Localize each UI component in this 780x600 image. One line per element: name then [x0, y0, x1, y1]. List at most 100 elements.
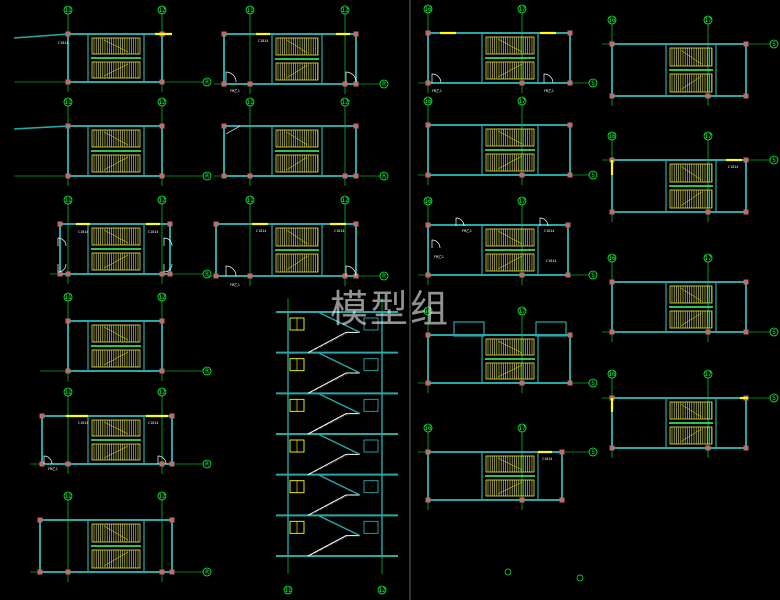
stair-arrow — [103, 156, 129, 171]
stair-wall — [611, 43, 747, 97]
grid-bubble-circle — [202, 459, 212, 469]
hatch — [329, 461, 335, 465]
grid-bubble-circle — [283, 585, 293, 595]
window — [363, 358, 379, 372]
door-swing — [57, 237, 67, 247]
stair-arrow — [680, 75, 702, 91]
structural-column — [57, 221, 63, 227]
stair-flight — [275, 129, 319, 148]
grid-axis-bubble: R — [202, 77, 212, 87]
stair-flight-section — [307, 413, 360, 435]
structural-column — [567, 80, 573, 86]
stair-flight — [669, 163, 713, 183]
stair-outline — [275, 227, 319, 247]
grid-bubble-circle — [245, 5, 255, 15]
grid-label: R — [205, 569, 209, 576]
structural-column — [567, 380, 573, 386]
window — [363, 480, 379, 494]
north-marker — [576, 574, 584, 582]
grid-axis-bubble: 12 — [157, 195, 167, 205]
hatch — [329, 420, 335, 424]
grid-bubble-circle — [202, 171, 212, 181]
grid-bubble-circle — [63, 491, 73, 501]
structural-column — [247, 173, 253, 179]
stair-arrow — [497, 38, 523, 53]
grid-axis-bubble: S — [769, 393, 779, 403]
grid-bubble-circle — [769, 39, 779, 49]
grid-axis-bubble: 11 — [63, 195, 73, 205]
hatch — [344, 413, 350, 417]
structural-column — [159, 368, 165, 374]
structural-column — [159, 569, 165, 575]
grid-label: S — [772, 41, 776, 48]
stair-outline — [275, 253, 319, 273]
structural-column — [425, 449, 431, 455]
stair-flight — [485, 228, 535, 247]
structural-column — [559, 449, 565, 455]
hatch — [334, 499, 340, 503]
structural-column — [353, 81, 359, 87]
structural-column — [65, 461, 71, 467]
grid-bubble-circle — [63, 387, 73, 397]
door-arc — [43, 455, 53, 465]
stair-outline — [275, 154, 319, 173]
grid-bubble-circle — [157, 491, 167, 501]
hatch — [319, 466, 325, 470]
grid-axis-bubble: 11 — [245, 5, 255, 15]
window — [363, 439, 379, 453]
stair-arrow — [103, 131, 129, 146]
window — [363, 520, 379, 534]
grid-bubble-circle — [703, 131, 713, 141]
hatch — [314, 509, 320, 513]
grid-axis-bubble: S — [769, 39, 779, 49]
room-tag: C1814 — [256, 229, 267, 233]
room-tag: C1814 — [78, 421, 89, 425]
stair-wall — [59, 223, 171, 275]
grid-bubble-circle — [423, 196, 433, 206]
grid-label: 12 — [158, 197, 166, 204]
grid-bubble-circle — [202, 366, 212, 376]
stair-arrow — [103, 39, 129, 53]
structural-column — [353, 123, 359, 129]
stair-arrow — [680, 428, 702, 443]
grid-axis-bubble: 12 — [340, 5, 350, 15]
stair-arrow — [103, 326, 129, 341]
grid-label: 17 — [704, 371, 712, 378]
stair-wall — [611, 397, 747, 449]
door-swing — [345, 265, 357, 277]
structural-column — [519, 497, 525, 503]
grid-bubble-circle — [517, 423, 527, 433]
grid-label: R — [205, 461, 209, 468]
structural-column — [169, 413, 175, 419]
door-swing — [225, 71, 237, 83]
grid-label: 11 — [246, 7, 254, 14]
grid-label: 11 — [64, 197, 72, 204]
structural-column — [705, 93, 711, 99]
stair-flight-section — [317, 514, 361, 537]
stair-flight — [91, 37, 141, 55]
stair-flight-section — [307, 494, 360, 516]
stair-arrow — [497, 364, 523, 378]
north-marker — [504, 568, 512, 576]
stair-wall — [223, 125, 357, 177]
stair-flight — [669, 401, 713, 420]
stair-arrow — [497, 230, 523, 245]
grid-label: 12 — [158, 294, 166, 301]
stair-flight — [275, 154, 319, 173]
door-tag: FM乙1 — [462, 228, 472, 233]
structural-column — [609, 329, 615, 335]
structural-column — [609, 209, 615, 215]
stair-wall — [427, 124, 571, 176]
grid-bubble-circle — [703, 15, 713, 25]
hatch — [339, 334, 345, 338]
room-tag: C1814 — [334, 229, 345, 233]
hatch — [334, 377, 340, 381]
stair-flight — [485, 128, 535, 147]
door-swing — [43, 455, 53, 465]
grid-label: 11 — [64, 389, 72, 396]
structural-column — [37, 517, 43, 523]
hatch — [339, 456, 345, 460]
structural-column — [705, 209, 711, 215]
stair-wall — [427, 451, 563, 501]
